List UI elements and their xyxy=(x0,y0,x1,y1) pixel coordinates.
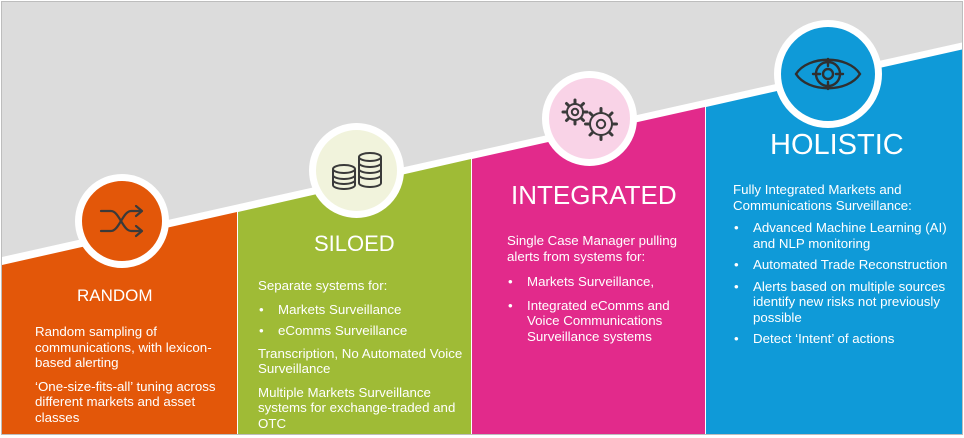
shuffle-icon xyxy=(99,204,144,238)
siloed-title: SILOED xyxy=(314,231,395,256)
list-item: Markets Surveillance, xyxy=(507,274,692,290)
siloed-intro: Separate systems for: xyxy=(258,278,388,293)
holistic-description: Fully Integrated Markets and Communicati… xyxy=(733,182,953,354)
holistic-title: HOLISTIC xyxy=(770,129,904,161)
siloed-panel xyxy=(238,159,471,434)
integrated-title: INTEGRATED xyxy=(511,180,677,210)
integrated-icon-circle xyxy=(542,71,637,166)
integrated-panel xyxy=(472,107,705,434)
list-item: Detect ‘Intent’ of actions xyxy=(733,331,953,347)
list-item: Advanced Machine Learning (AI) and NLP m… xyxy=(733,220,953,251)
list-item: Integrated eComms and Voice Communicatio… xyxy=(507,298,692,345)
random-panel xyxy=(2,212,237,434)
random-description: Random sampling of communications, with … xyxy=(35,324,231,433)
integrated-intro: Single Case Manager pulling alerts from … xyxy=(507,233,678,264)
integrated-description: Single Case Manager pulling alerts from … xyxy=(507,233,692,351)
list-item: Automated Trade Reconstruction xyxy=(733,257,953,273)
database-stacks-icon xyxy=(331,151,382,190)
siloed-icon-circle xyxy=(309,123,404,218)
siloed-paragraph-1: Transcription, No Automated Voice Survei… xyxy=(258,345,463,377)
list-item: eComms Surveillance xyxy=(258,323,464,339)
random-paragraph-1: Random sampling of communications, with … xyxy=(35,324,212,370)
list-item: Alerts based on multiple sources identif… xyxy=(733,279,953,326)
holistic-bullet-list: Advanced Machine Learning (AI) and NLP m… xyxy=(733,220,953,347)
random-title: RANDOM xyxy=(77,286,153,305)
random-paragraph-2: ‘One-size-fits-all’ tuning across differ… xyxy=(35,378,216,425)
siloed-paragraph-2: Multiple Markets Surveillance systems fo… xyxy=(258,384,456,431)
siloed-bullet-list: Markets Surveillance eComms Surveillance xyxy=(258,302,464,339)
siloed-description: Separate systems for: Markets Surveillan… xyxy=(258,278,464,434)
holistic-intro: Fully Integrated Markets and Communicati… xyxy=(733,182,912,213)
gears-icon xyxy=(561,98,618,141)
random-icon-circle xyxy=(75,174,169,268)
eye-icon xyxy=(794,57,862,91)
holistic-icon-circle xyxy=(774,20,882,128)
integrated-bullet-list: Markets Surveillance, Integrated eComms … xyxy=(507,274,692,344)
list-item: Markets Surveillance xyxy=(258,302,464,318)
